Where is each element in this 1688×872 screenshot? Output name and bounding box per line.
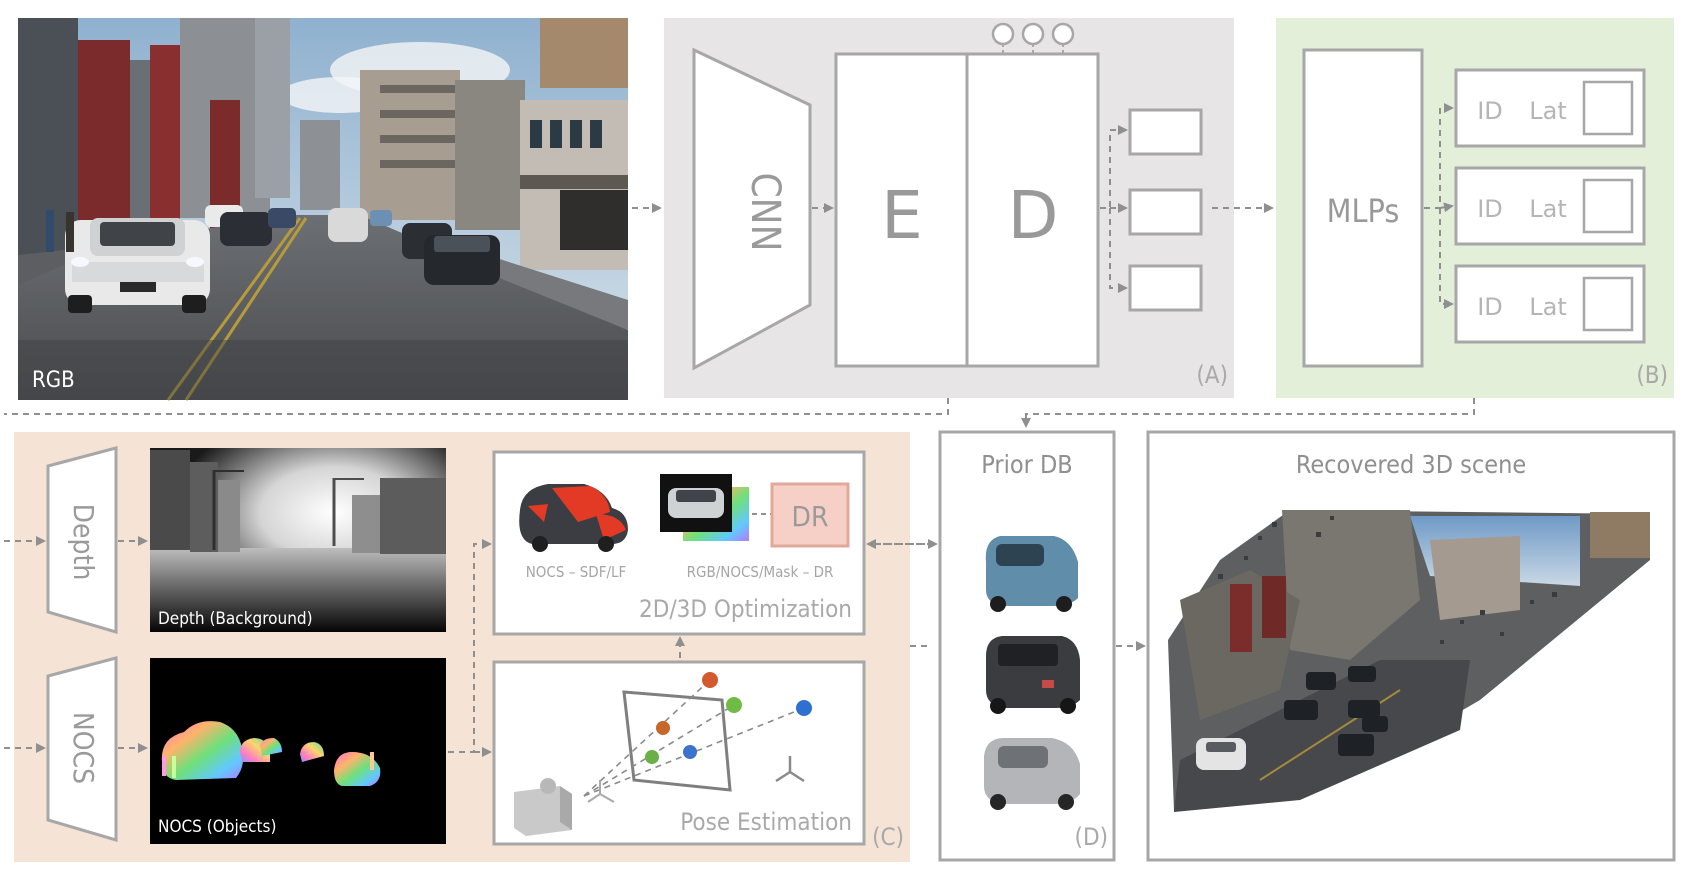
scene-title: Recovered 3D scene bbox=[1296, 450, 1526, 479]
latent-row-1-lat: Lat bbox=[1529, 97, 1567, 125]
panel-d-tag: (D) bbox=[1075, 823, 1108, 851]
rgb-nocs-mask-caption: RGB/NOCS/Mask – DR bbox=[687, 563, 834, 581]
rgb-label: RGB bbox=[32, 368, 75, 393]
prior-car-white bbox=[984, 738, 1080, 810]
camera-icon bbox=[514, 778, 572, 836]
output-box-2 bbox=[1128, 188, 1203, 236]
latent-row-3-id: ID bbox=[1477, 293, 1503, 321]
panel-b: MLPs ID Lat ID Lat ID Lat (B) bbox=[1276, 18, 1674, 398]
object-axes-icon bbox=[775, 756, 805, 783]
panel-d-connectors bbox=[866, 539, 1146, 651]
panel-a-tag: (A) bbox=[1196, 361, 1228, 389]
depth-block-label: Depth bbox=[67, 504, 100, 581]
nocs-sdf-caption: NOCS – SDF/LF bbox=[526, 563, 627, 581]
latent-row-2: ID Lat bbox=[1454, 166, 1646, 246]
scene-point-cloud bbox=[1168, 510, 1650, 812]
latent-row-2-id: ID bbox=[1477, 195, 1503, 223]
nocs-block-label: NOCS bbox=[67, 712, 100, 784]
rgb-image: RGB bbox=[18, 18, 628, 401]
mlps-block bbox=[1302, 48, 1424, 368]
latent-row-1-id: ID bbox=[1477, 97, 1503, 125]
panel-d: Prior DB (D) bbox=[938, 430, 1116, 862]
panel-b-tag: (B) bbox=[1636, 361, 1668, 389]
cnn-label: CNN bbox=[742, 173, 788, 252]
latent-row-1: ID Lat bbox=[1454, 68, 1646, 148]
nocs-caption: NOCS (Objects) bbox=[158, 817, 276, 837]
prior-db-title: Prior DB bbox=[981, 450, 1073, 479]
mlps-label: MLPs bbox=[1327, 192, 1400, 230]
latent-row-3-lat: Lat bbox=[1529, 293, 1567, 321]
decoder-heads bbox=[991, 22, 1075, 54]
depth-block bbox=[46, 446, 118, 635]
panel-c-connectors bbox=[4, 536, 932, 757]
scene-panel: Recovered 3D scene bbox=[1146, 430, 1676, 862]
latent-row-3: ID Lat bbox=[1454, 264, 1646, 344]
depth-caption: Depth (Background) bbox=[158, 609, 313, 629]
top-connectors bbox=[4, 103, 1475, 428]
optimization-label: 2D/3D Optimization bbox=[639, 595, 852, 623]
prior-car-black bbox=[986, 636, 1080, 714]
output-box-3 bbox=[1128, 264, 1203, 312]
pose-label: Pose Estimation bbox=[680, 808, 852, 836]
dr-label: DR bbox=[792, 500, 829, 533]
output-box-1 bbox=[1128, 108, 1203, 156]
nocs-block bbox=[46, 656, 118, 843]
decoder-label: D bbox=[1008, 177, 1059, 254]
nocs-image: NOCS (Objects) bbox=[150, 658, 446, 844]
nocs-sdf-car bbox=[519, 484, 628, 552]
depth-image: Depth (Background) bbox=[150, 448, 446, 632]
decoder-block bbox=[965, 52, 1100, 368]
dr-box bbox=[770, 482, 850, 548]
cnn-block bbox=[692, 47, 812, 371]
panel-c-tag: (C) bbox=[872, 823, 904, 851]
prior-car-blue bbox=[985, 536, 1078, 612]
panel-c: Depth Depth (Background) NOCS bbox=[14, 432, 910, 862]
pose-illustration bbox=[514, 672, 812, 836]
panel-a: CNN E D (A) bbox=[664, 18, 1234, 398]
latent-row-2-lat: Lat bbox=[1529, 195, 1567, 223]
render-stack bbox=[660, 474, 749, 541]
encoder-label: E bbox=[881, 177, 923, 254]
